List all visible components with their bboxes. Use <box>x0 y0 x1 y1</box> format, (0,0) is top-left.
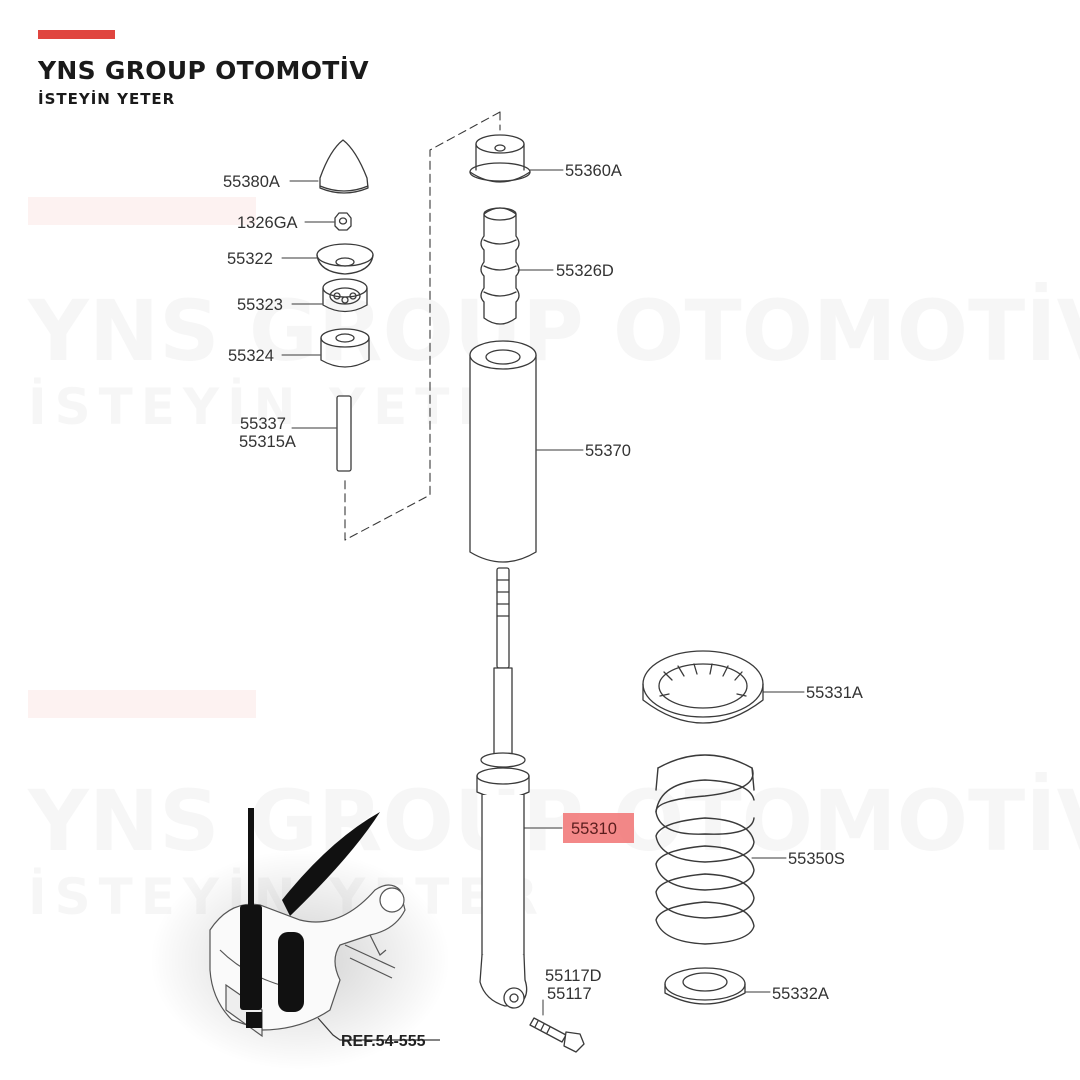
label-1326GA: 1326GA <box>237 214 298 232</box>
part-55332A-lower-seat <box>664 967 746 1005</box>
part-55380A-cap <box>319 139 369 194</box>
watermark-bar <box>28 197 256 225</box>
label-55117: 55117 <box>547 985 592 1003</box>
part-55370-dust-boot <box>469 340 537 563</box>
part-55117D-bolt <box>529 1017 585 1053</box>
label-55337: 55337 <box>240 415 286 433</box>
part-55360A-mount <box>469 134 531 183</box>
part-55350S-coil-spring <box>655 754 755 945</box>
highlight-box-55310 <box>563 813 634 843</box>
label-55324: 55324 <box>228 347 274 365</box>
brand-accent-bar <box>38 30 115 39</box>
brand-subtitle: İSTEYİN YETER <box>38 90 176 108</box>
label-55315A: 55315A <box>239 433 296 451</box>
label-55370: 55370 <box>585 442 631 460</box>
assembly-dashed-line <box>344 111 501 541</box>
label-55332A: 55332A <box>772 985 829 1003</box>
watermark-bar <box>28 690 256 718</box>
part-labels: 55380A 1326GA 55322 55323 55324 55337 55… <box>223 162 863 1050</box>
label-ref: REF.54-555 <box>341 1033 426 1050</box>
label-55322: 55322 <box>227 250 273 268</box>
part-55326D-bump-stop <box>480 207 520 325</box>
part-55324-bushing <box>320 328 370 368</box>
label-55360A: 55360A <box>565 162 622 180</box>
label-55326D: 55326D <box>556 262 614 280</box>
leader-lines <box>281 169 805 1016</box>
inset-assembly-illustration <box>150 808 450 1070</box>
part-55322-washer <box>316 243 374 275</box>
label-55323: 55323 <box>237 296 283 314</box>
part-55331A-spring-seat <box>642 650 764 724</box>
label-55350S: 55350S <box>788 850 845 868</box>
part-1326GA-nut <box>334 212 352 231</box>
brand-title: YNS GROUP OTOMOTİV <box>38 56 369 85</box>
part-55337-pin <box>336 395 352 472</box>
part-55310-shock-absorber <box>476 567 530 1009</box>
label-55331A: 55331A <box>806 684 863 702</box>
part-55323-bearing <box>322 278 368 313</box>
label-55117D: 55117D <box>545 967 602 985</box>
label-55310: 55310 <box>571 820 617 838</box>
label-55380A: 55380A <box>223 173 280 191</box>
